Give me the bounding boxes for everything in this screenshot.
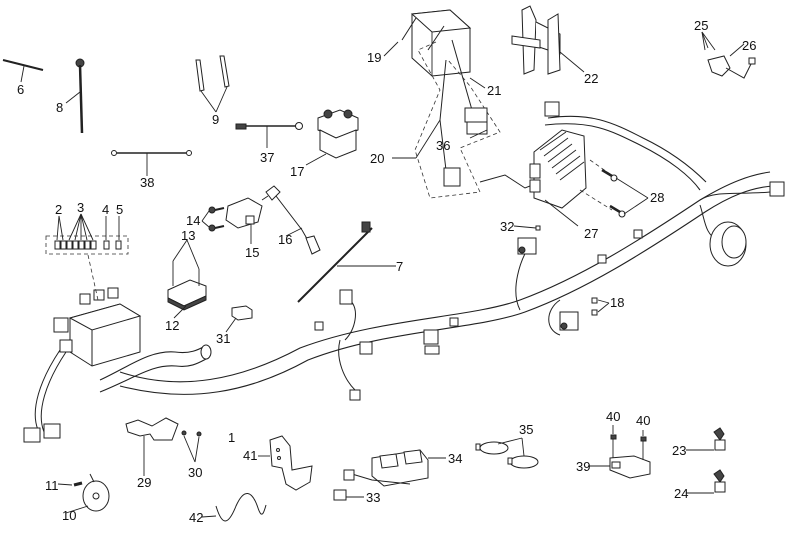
starter-relay (305, 109, 359, 166)
callout-38: 38 (140, 175, 154, 190)
callout-31: 31 (216, 331, 230, 346)
callout-14: 14 (186, 213, 200, 228)
relay-unit (343, 449, 446, 487)
callout-42: 42 (189, 510, 203, 525)
horn (65, 473, 110, 514)
relay-31 (225, 305, 253, 333)
callout-10: 10 (62, 508, 76, 523)
callout-5: 5 (116, 202, 123, 217)
callout-28: 28 (650, 190, 664, 205)
bracket-screws (181, 430, 202, 463)
ignition-coil (225, 195, 269, 244)
protective-sleeves (195, 55, 230, 113)
harness-round-connector (709, 221, 747, 267)
callout-35: 35 (519, 422, 533, 437)
callout-33: 33 (366, 490, 380, 505)
callout-37: 37 (260, 150, 274, 165)
main-wiring-harness (34, 115, 773, 433)
callout-17: 17 (290, 164, 304, 179)
voltage-regulator (529, 129, 587, 227)
bracket-41 (258, 435, 313, 491)
ground-cable-37 (235, 122, 303, 148)
control-unit (167, 239, 207, 319)
callout-36: 36 (436, 138, 450, 153)
spring (201, 493, 267, 522)
fuse-box (53, 287, 142, 367)
connector-24 (686, 469, 726, 494)
callout-24: 24 (674, 486, 688, 501)
cable-tie-6 (2, 59, 44, 83)
module-screws (610, 425, 647, 460)
callout-7: 7 (396, 259, 403, 274)
battery-holder (511, 5, 585, 75)
callout-16: 16 (278, 232, 292, 247)
fuse-set (45, 213, 129, 255)
callout-6: 6 (17, 82, 24, 97)
callout-12: 12 (165, 318, 179, 333)
clip-18 (559, 297, 610, 331)
callout-15: 15 (245, 245, 259, 260)
callout-39: 39 (576, 459, 590, 474)
connector-23 (686, 427, 726, 451)
callout-9: 9 (212, 112, 219, 127)
callout-29: 29 (137, 475, 151, 490)
module-39 (588, 455, 651, 479)
clip-32 (513, 225, 541, 255)
callout-11: 11 (45, 478, 59, 493)
callout-25: 25 (694, 18, 708, 33)
callout-21: 21 (487, 83, 501, 98)
cable-tie-8 (65, 58, 85, 134)
callout-2: 2 (55, 202, 62, 217)
callout-22: 22 (584, 71, 598, 86)
callout-27: 27 (584, 226, 598, 241)
horn-bolt (57, 481, 83, 487)
battery (383, 9, 472, 77)
callout-32: 32 (500, 219, 514, 234)
callout-30: 30 (188, 465, 202, 480)
callout-20: 20 (370, 151, 384, 166)
callout-23: 23 (672, 443, 686, 458)
coil-bolts (201, 206, 225, 232)
callout-3: 3 (77, 200, 84, 215)
callout-1: 1 (228, 430, 235, 445)
callout-26: 26 (742, 38, 756, 53)
harness-connector (23, 101, 785, 443)
cable-tie-mount (297, 221, 396, 303)
callout-40a: 40 (606, 409, 620, 424)
spark-plug-cap (265, 185, 321, 255)
callout-41: 41 (243, 448, 257, 463)
callout-4: 4 (102, 202, 109, 217)
callout-8: 8 (56, 100, 63, 115)
ground-cable-38 (111, 150, 192, 176)
callout-labels: 1 2 3 4 5 6 7 8 9 10 11 12 13 14 15 16 1… (17, 18, 756, 525)
callout-19: 19 (367, 50, 381, 65)
bracket-29 (125, 417, 179, 476)
hose-clamps (475, 437, 539, 469)
callout-34: 34 (448, 451, 462, 466)
regulator-bolts (579, 159, 649, 218)
callout-18: 18 (610, 295, 624, 310)
callout-13: 13 (181, 228, 195, 243)
connector-33 (333, 489, 364, 501)
sensor-assembly (701, 31, 756, 79)
callout-40b: 40 (636, 413, 650, 428)
